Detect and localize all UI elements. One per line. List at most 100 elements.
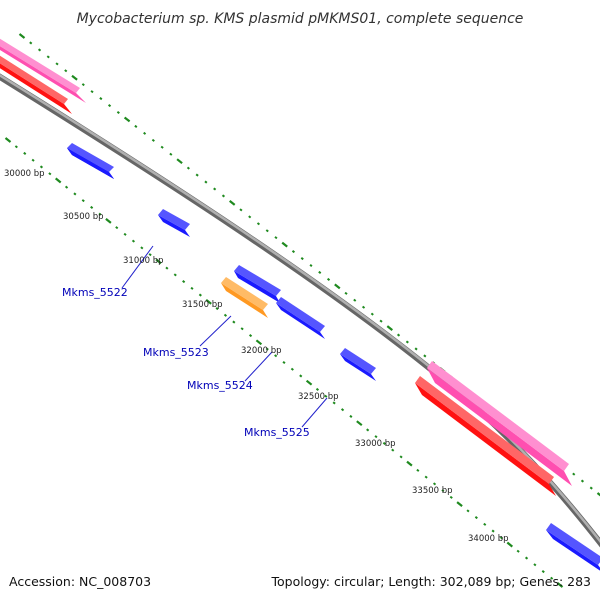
inner-tick-mark — [391, 448, 395, 452]
outer-tick-mark — [160, 145, 164, 149]
outer-tick-mark — [589, 486, 593, 490]
outer-tick-mark — [318, 270, 322, 274]
inner-tick-track — [4, 137, 564, 588]
outer-tick-mark — [204, 180, 208, 184]
inner-tick-mark — [182, 280, 186, 284]
inner-tick-mark — [299, 374, 303, 378]
outer-tick-mark — [195, 173, 199, 177]
scale-tick-label: 32500 bp — [298, 392, 339, 402]
inner-tick-mark — [491, 529, 495, 533]
inner-tick-mark — [324, 394, 328, 398]
inner-tick-mark — [340, 408, 345, 412]
inner-tick-mark — [550, 576, 554, 580]
outer-tick-mark — [176, 158, 183, 165]
inner-tick-mark — [148, 253, 152, 257]
scale-tick-label: 34000 bp — [468, 534, 509, 544]
scale-tick-label: 31000 bp — [123, 256, 164, 266]
outer-tick-mark — [396, 333, 401, 337]
inner-tick-mark — [31, 158, 35, 162]
leader-mkms5525 — [301, 397, 328, 428]
inner-tick-mark — [64, 185, 69, 189]
inner-tick-mark — [374, 435, 378, 439]
inner-tick-mark — [406, 460, 413, 467]
outer-tick-mark — [116, 110, 120, 115]
outer-tick-mark — [572, 472, 576, 476]
outer-tick-mark — [18, 33, 26, 39]
outer-tick-mark — [213, 187, 217, 191]
inner-tick-mark — [332, 401, 336, 405]
inner-tick-mark — [123, 232, 127, 236]
inner-tick-mark — [198, 293, 202, 297]
outer-tick-mark — [256, 222, 261, 226]
outer-tick-mark — [123, 116, 131, 123]
outer-tick-mark — [379, 319, 383, 323]
inner-tick-mark — [305, 379, 313, 386]
inner-tick-mark — [349, 414, 353, 418]
inner-tick-mark — [356, 420, 363, 427]
outer-tick-mark — [580, 479, 585, 483]
outer-tick-mark — [248, 215, 252, 219]
cds-blue-2 — [158, 209, 190, 237]
scale-tick-label: 32000 bp — [241, 346, 282, 356]
inner-tick-mark — [115, 226, 119, 230]
map-title: Mycobacterium sp. KMS plasmid pMKMS01, c… — [77, 11, 524, 27]
outer-tick-mark — [386, 325, 393, 331]
inner-tick-mark — [265, 347, 269, 351]
cds-orange-mkms5523 — [221, 277, 268, 318]
cds-blue-1 — [67, 143, 114, 179]
cds-blue-3 — [234, 265, 281, 303]
feature-bar-pink-lower — [427, 361, 572, 486]
inner-tick-mark — [131, 239, 136, 243]
inner-tick-mark — [255, 339, 263, 346]
outer-tick-mark — [334, 283, 341, 290]
inner-tick-mark — [282, 360, 286, 365]
outer-tick-mark — [405, 340, 409, 344]
inner-tick-mark — [533, 563, 537, 567]
inner-tick-mark — [81, 199, 85, 203]
inner-tick-mark — [205, 298, 212, 305]
inner-tick-mark — [416, 468, 420, 472]
inner-tick-mark — [466, 509, 470, 513]
inner-tick-mark — [506, 541, 513, 548]
inner-tick-mark — [14, 145, 18, 149]
inner-tick-mark — [98, 212, 102, 216]
inner-tick-mark — [165, 266, 169, 270]
outer-tick-mark — [361, 305, 366, 309]
outer-tick-mark — [46, 55, 50, 59]
outer-tick-mark — [229, 200, 236, 206]
inner-tick-mark — [4, 137, 12, 143]
scale-tick-label: 30500 bp — [63, 212, 104, 222]
inner-tick-mark — [441, 489, 445, 493]
inner-tick-mark — [424, 475, 428, 479]
outer-tick-mark — [29, 41, 33, 45]
inner-tick-mark — [541, 570, 545, 574]
scale-tick-label: 30000 bp — [4, 169, 45, 179]
inner-tick-mark — [474, 516, 478, 520]
outer-tick-mark — [143, 131, 147, 135]
feature-bar-pink-upper — [0, 38, 86, 103]
outer-tick-mark — [71, 74, 78, 81]
outer-tick-mark — [281, 241, 288, 248]
gene-label-mkms5525[interactable]: Mkms_5525 — [244, 426, 310, 439]
inner-tick-mark — [173, 273, 177, 277]
scale-tick-label: 33500 bp — [412, 486, 453, 496]
outer-tick-mark — [99, 97, 103, 101]
inner-tick-mark — [155, 258, 162, 265]
outer-tick-mark — [326, 277, 331, 281]
cds-blue-5 — [340, 348, 376, 381]
gene-label-mkms5523[interactable]: Mkms_5523 — [143, 346, 209, 359]
outer-tick-mark — [169, 152, 173, 156]
inner-tick-mark — [524, 556, 529, 560]
feature-bar-red-lower — [415, 376, 556, 496]
leader-mkms5522 — [121, 245, 154, 289]
inner-tick-mark — [232, 320, 236, 324]
scale-tick-label: 31500 bp — [182, 300, 223, 310]
inner-tick-mark — [73, 192, 77, 196]
inner-tick-mark — [140, 246, 144, 250]
inner-tick-mark — [382, 441, 386, 445]
gene-label-mkms5522[interactable]: Mkms_5522 — [62, 286, 128, 299]
inner-tick-mark — [248, 334, 253, 338]
outer-tick-mark — [90, 90, 94, 94]
cds-blue-6 — [546, 523, 600, 571]
gene-label-mkms5524[interactable]: Mkms_5524 — [187, 379, 253, 392]
